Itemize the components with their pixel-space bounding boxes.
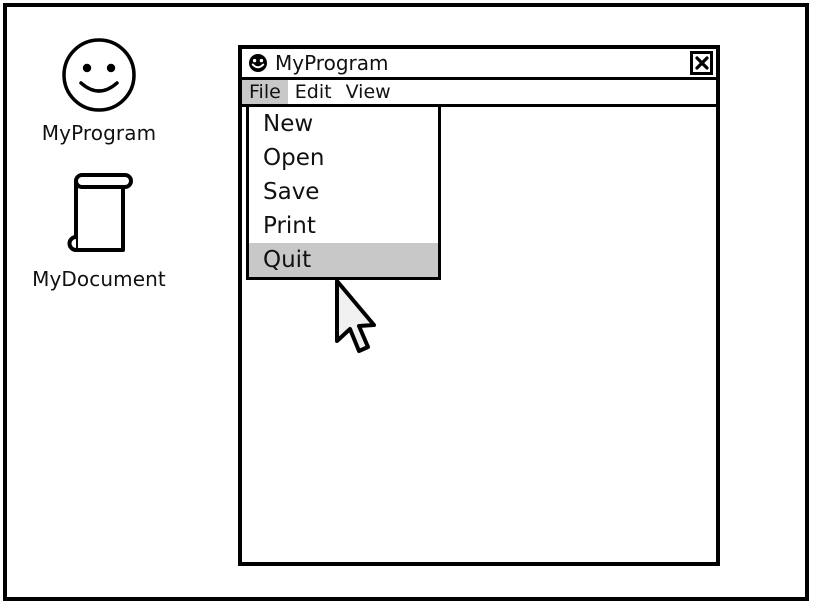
menu-bar-item-file[interactable]: File bbox=[242, 80, 288, 104]
desktop-icon-label: MyProgram bbox=[41, 121, 157, 145]
menu-item-label: Save bbox=[263, 179, 320, 205]
application-window: MyProgram File Edit View New bbox=[238, 45, 720, 566]
desktop-screen: MyProgram MyDocument bbox=[3, 3, 809, 601]
smiley-face-icon bbox=[248, 53, 268, 73]
desktop-icon-myprogram[interactable]: MyProgram bbox=[14, 37, 184, 145]
menu-bar-item-edit[interactable]: Edit bbox=[288, 80, 339, 104]
desktop-icon-label: MyDocument bbox=[32, 267, 166, 291]
document-scroll-icon bbox=[14, 167, 184, 259]
menu-bar-item-view[interactable]: View bbox=[339, 80, 398, 104]
desktop-icon-mydocument[interactable]: MyDocument bbox=[14, 167, 184, 291]
menu-bar-item-label: View bbox=[345, 81, 391, 103]
menu-item-label: Quit bbox=[263, 247, 312, 273]
menu-item-new[interactable]: New bbox=[249, 107, 438, 141]
menu-bar-item-label: File bbox=[249, 81, 281, 103]
file-dropdown-menu: New Open Save Print Quit bbox=[246, 107, 441, 280]
window-title-bar[interactable]: MyProgram bbox=[242, 49, 716, 80]
menu-item-save[interactable]: Save bbox=[249, 175, 438, 209]
close-button[interactable] bbox=[690, 51, 713, 75]
menu-item-label: Print bbox=[263, 213, 316, 239]
window-title-text: MyProgram bbox=[275, 51, 389, 75]
menu-item-open[interactable]: Open bbox=[249, 141, 438, 175]
close-x-icon bbox=[694, 56, 709, 70]
menu-item-label: New bbox=[263, 111, 314, 137]
menu-item-label: Open bbox=[263, 145, 325, 171]
menu-item-quit[interactable]: Quit bbox=[249, 243, 438, 277]
menu-bar-item-label: Edit bbox=[294, 81, 332, 103]
menu-item-print[interactable]: Print bbox=[249, 209, 438, 243]
smiley-face-icon bbox=[14, 37, 184, 113]
menu-bar: File Edit View bbox=[242, 80, 716, 107]
